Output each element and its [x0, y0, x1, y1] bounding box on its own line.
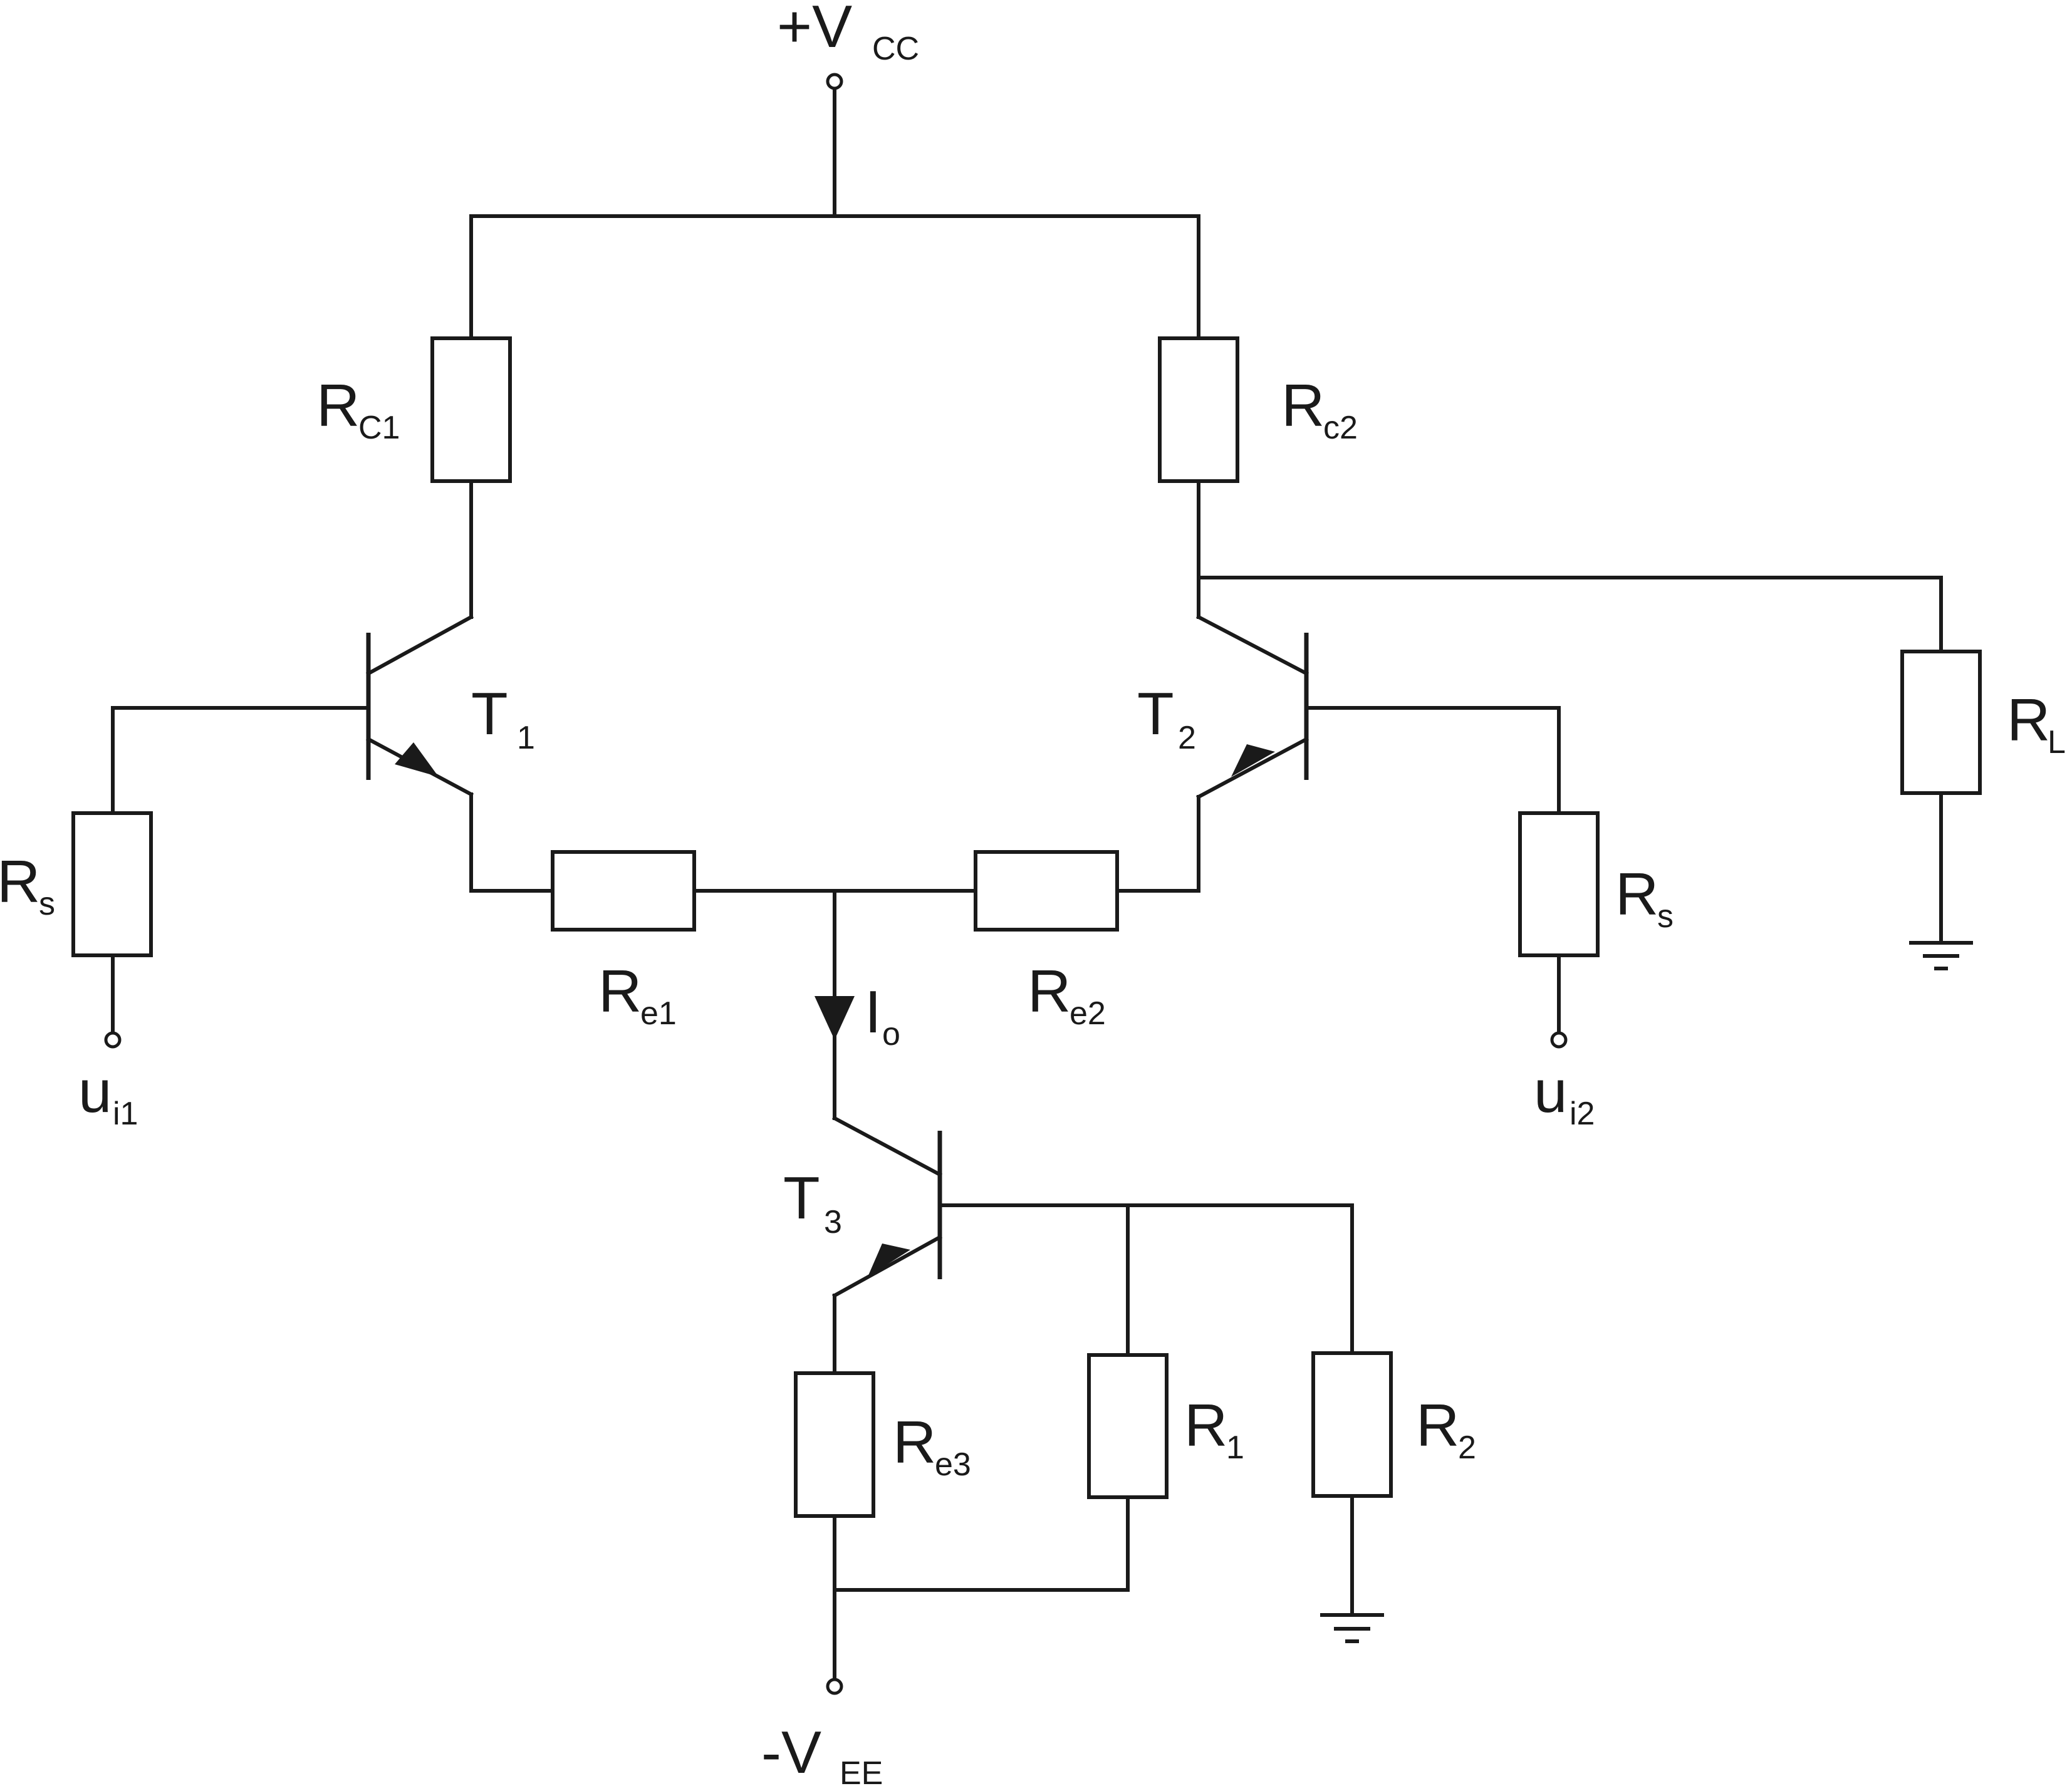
transistor-t1 — [366, 633, 439, 780]
resistors — [71, 336, 1982, 1518]
resistor-rc2 — [1158, 336, 1239, 483]
t2-collector-lead — [1195, 614, 1309, 677]
label-rs-left: Rs — [0, 848, 55, 922]
terminal-ui2 — [1550, 1031, 1568, 1049]
t3-emitter-arrow-icon — [868, 1243, 910, 1277]
label-r2: R2 — [1416, 1392, 1476, 1466]
t2-emitter-lead — [1195, 736, 1309, 800]
label-re3: Re3 — [893, 1409, 971, 1483]
label-re1: Re1 — [598, 958, 677, 1032]
ground-rl-icon — [1909, 941, 1973, 970]
resistor-rl — [1900, 650, 1982, 795]
label-ui2: ui2 — [1534, 1058, 1595, 1132]
wires — [111, 86, 1943, 1681]
label-rl: RL — [2007, 687, 2066, 761]
resistor-re2 — [974, 850, 1119, 932]
terminals — [104, 73, 1568, 1695]
resistor-re1 — [551, 850, 696, 932]
resistor-rc1 — [430, 336, 512, 483]
t3-collector-lead — [831, 1115, 943, 1178]
resistor-re3 — [794, 1371, 875, 1518]
terminal-vee — [826, 1678, 843, 1695]
terminal-ui1 — [104, 1031, 122, 1049]
ground-r2-icon — [1320, 1613, 1384, 1643]
t3-emitter-lead — [831, 1234, 943, 1299]
resistor-r2 — [1311, 1351, 1393, 1498]
label-rs-right: Rs — [1615, 861, 1674, 935]
transistor-t3 — [868, 1131, 942, 1279]
t1-emitter-arrow-icon — [395, 742, 439, 777]
terminal-vcc — [826, 73, 843, 90]
t2-emitter-arrow-icon — [1231, 744, 1275, 777]
current-io-arrow-icon — [815, 996, 855, 1040]
label-io: Io — [865, 979, 900, 1052]
label-rc2: Rc2 — [1281, 372, 1358, 446]
t1-collector-lead — [365, 614, 474, 677]
resistor-r1 — [1087, 1353, 1169, 1499]
resistor-rs-left — [71, 811, 153, 957]
resistor-rs-right — [1518, 811, 1600, 957]
label-re2: Re2 — [1028, 958, 1106, 1032]
label-r1: R1 — [1184, 1392, 1244, 1466]
transistor-t2 — [1231, 633, 1309, 780]
label-ui1: ui1 — [78, 1058, 138, 1132]
label-rc1: RC1 — [316, 372, 400, 446]
